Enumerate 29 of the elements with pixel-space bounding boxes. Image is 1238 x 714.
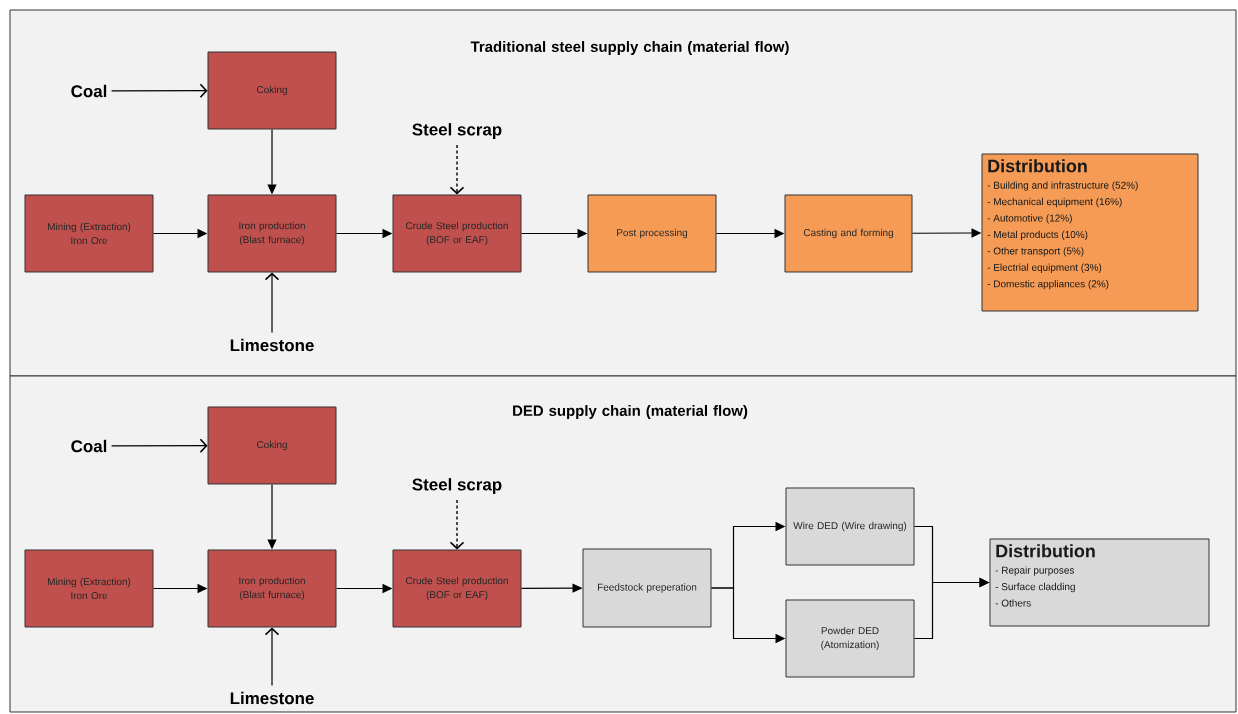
arrow — [449, 144, 465, 195]
process-box: Crude Steel production (BOF or EAF) — [392, 549, 522, 628]
process-box: Coking — [207, 51, 337, 130]
process-box: Mining (Extraction) Iron Ore — [24, 194, 154, 273]
arrow — [110, 83, 208, 98]
input-label: Steel scrap — [412, 478, 502, 494]
input-label: Steel scrap — [412, 123, 502, 139]
panel-title: DED supply chain (material flow) — [513, 405, 748, 419]
process-box: Iron production (Blast furnace) — [207, 194, 337, 273]
process-box: Wire DED (Wire drawing) — [785, 487, 915, 566]
arrow — [264, 627, 280, 687]
input-label: Limestone — [230, 691, 314, 705]
process-box: Mining (Extraction) Iron Ore — [24, 549, 154, 628]
arrow — [110, 438, 208, 453]
process-box: Post processing — [587, 194, 717, 273]
process-box: Casting and forming — [784, 194, 913, 273]
distribution-box: Distribution - Repair purposes - Surface cladding - Others — [989, 538, 1210, 627]
panel-title: Traditional steel supply chain (material flow) — [470, 41, 789, 55]
arrow — [264, 272, 280, 334]
process-box: Coking — [207, 406, 337, 485]
process-box: Crude Steel production (BOF or EAF) — [392, 194, 522, 273]
arrow — [449, 499, 465, 550]
input-label: Coal — [71, 84, 107, 98]
process-box: Powder DED (Atomization) — [785, 599, 915, 678]
distribution-box: Distribution - Building and infrastructure (52%) - Mechanical equipment (16%) - Automotive (12%) - Metal products (10%) - Other transport (5%) - Electrial equipment (3%) - Domestic appliances (2%) — [981, 153, 1199, 312]
input-label: Limestone — [230, 338, 314, 352]
process-box: Iron production (Blast furnace) — [207, 549, 337, 628]
input-label: Coal — [71, 439, 107, 453]
process-box: Feedstock preperation — [582, 548, 712, 628]
